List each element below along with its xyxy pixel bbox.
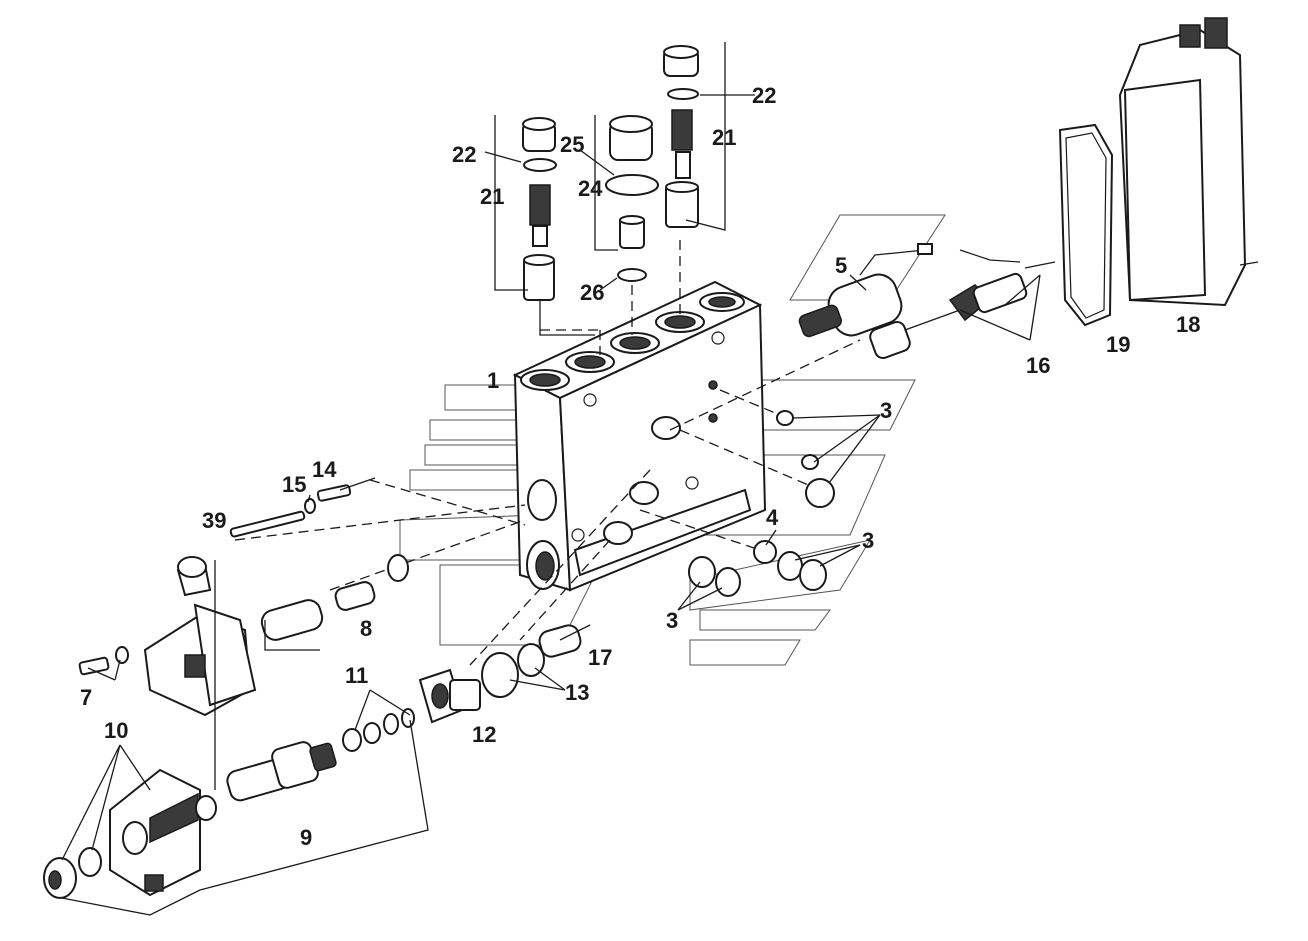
housing-18: [1118, 17, 1259, 307]
sensor-16: [869, 249, 1056, 359]
callout-3a: 3: [880, 398, 892, 423]
callout-7: 7: [80, 685, 92, 710]
gasket-19: [1058, 123, 1114, 327]
callout-3b: 3: [862, 528, 874, 553]
cartridge-assembly-right: [663, 45, 699, 228]
callout-22b: 22: [752, 83, 776, 108]
callout-24: 24: [578, 176, 603, 201]
callout-5: 5: [835, 253, 847, 278]
callout-11: 11: [345, 663, 368, 688]
cartridge-assembly-left: [522, 117, 557, 301]
solenoid-5: [798, 243, 933, 338]
o-rings-13: [481, 643, 545, 698]
leader-lines: [61, 42, 1041, 916]
callout-8: 8: [360, 616, 372, 641]
pin-14: [316, 484, 352, 502]
callout-12: 12: [472, 722, 496, 747]
callout-3c: 3: [666, 608, 678, 633]
callout-1: 1: [487, 368, 499, 393]
o-rings-11: [342, 708, 415, 752]
callout-18: 18: [1176, 312, 1200, 337]
callout-21a: 21: [480, 184, 504, 209]
callout-labels: 1 3 3 3 4 5 7 8 9 10 11 12 13 14 15 16 1…: [80, 83, 1200, 850]
callout-26: 26: [580, 280, 604, 305]
valve-stem-9: [226, 741, 337, 802]
coil-10: [43, 768, 217, 899]
callout-16: 16: [1026, 353, 1050, 378]
plug-12: [418, 668, 481, 724]
rod-39: [176, 510, 306, 597]
callout-22a: 22: [452, 142, 476, 167]
callout-10: 10: [104, 718, 128, 743]
springs-8: [260, 554, 409, 641]
callout-19: 19: [1106, 332, 1130, 357]
callout-9: 9: [300, 825, 312, 850]
callout-15: 15: [282, 472, 306, 497]
callout-4: 4: [766, 505, 779, 530]
callout-13: 13: [565, 680, 589, 705]
cover-7: [78, 603, 257, 717]
callout-14: 14: [312, 457, 337, 482]
valve-body: [512, 280, 767, 592]
axis-lines: [234, 240, 861, 666]
cartridge-assembly-centre: [605, 115, 659, 282]
spring-17: [538, 624, 582, 658]
callout-17: 17: [588, 645, 612, 670]
callout-39: 39: [202, 508, 226, 533]
callout-21b: 21: [712, 125, 736, 150]
callout-25: 25: [560, 132, 584, 157]
washer-15: [304, 498, 316, 514]
o-rings-3: [688, 410, 835, 597]
